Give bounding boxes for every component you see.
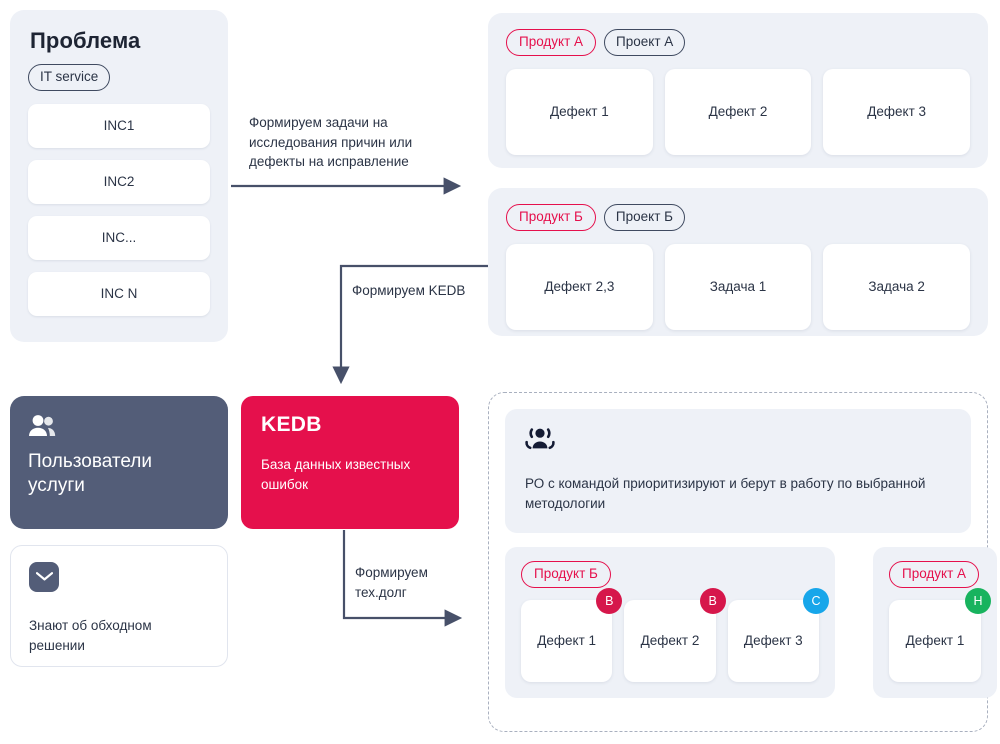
defect-row: В Дефект 1 В Дефект 2 С Дефект 3 (521, 587, 829, 682)
tag-row: Продукт Б Проект Б (506, 204, 970, 231)
envelope-icon (29, 562, 59, 592)
backlog-groups: Продукт Б В Дефект 1 В Дефект 2 С Дефект… (505, 547, 997, 698)
product-tag[interactable]: Продукт Б (506, 204, 596, 231)
defect-card[interactable]: С Дефект 3 (727, 587, 829, 682)
product-tag[interactable]: Продукт Б (521, 561, 611, 588)
list-item[interactable]: Задача 2 (823, 243, 971, 330)
tag-row: Продукт А Проект А (506, 29, 970, 56)
product-group-b: Продукт Б Проект Б Дефект 2,3 Задача 1 З… (488, 188, 988, 336)
kedb-card: KEDB База данных известных ошибок (241, 396, 459, 529)
defect-label: Дефект 2 (640, 633, 700, 648)
product-tag[interactable]: Продукт А (889, 561, 980, 588)
status-badge: В (596, 587, 623, 614)
list-item[interactable]: INC2 (28, 159, 210, 204)
product-group-a: Продукт А Проект А Дефект 1 Дефект 2 Деф… (488, 13, 988, 168)
list-item[interactable]: Задача 1 (664, 243, 812, 330)
cards-row: Дефект 1 Дефект 2 Дефект 3 (506, 68, 971, 155)
po-card: РО с командой приоритизируют и берут в р… (505, 409, 971, 533)
status-badge: Н (965, 587, 991, 614)
defect-label: Дефект 1 (905, 633, 965, 648)
backlog-group-product-a: Продукт А Н Дефект 1 (873, 547, 997, 698)
arrow-kedb-label: Формируем KEDB (352, 283, 466, 298)
list-item[interactable]: Дефект 3 (823, 68, 971, 155)
arrow-techdebt-label: Формируем тех.долг (355, 565, 428, 600)
project-tag[interactable]: Проект А (604, 29, 686, 56)
list-item[interactable]: Дефект 1 (506, 68, 653, 155)
defect-label: Дефект 1 (537, 633, 597, 648)
backlog-group-product-b: Продукт Б В Дефект 1 В Дефект 2 С Дефект… (505, 547, 835, 698)
arrow-tasks-label: Формируем задачи на исследования причин … (249, 115, 413, 170)
cards-row: Дефект 2,3 Задача 1 Задача 2 (506, 243, 971, 330)
defect-label: Дефект 3 (743, 633, 803, 648)
service-users-title: Пользователи услуги (28, 451, 153, 496)
people-icon (28, 414, 210, 438)
service-users-card: Пользователи услуги (10, 396, 228, 529)
kedb-title: KEDB (261, 413, 322, 436)
status-badge: С (802, 587, 829, 614)
project-tag[interactable]: Проект Б (603, 204, 685, 231)
defect-card[interactable]: В Дефект 1 (521, 587, 623, 682)
list-item[interactable]: Дефект 2 (664, 68, 812, 155)
defect-row: Н Дефект 1 (889, 587, 991, 682)
it-service-tag[interactable]: IT service (28, 64, 111, 91)
list-item[interactable]: Дефект 2,3 (506, 243, 653, 330)
list-item[interactable]: INC1 (28, 103, 210, 148)
kedb-subtitle: База данных известных ошибок (261, 457, 411, 492)
status-badge: В (699, 587, 726, 614)
problem-panel: Проблема IT service INC1 INC2 INC... INC… (10, 10, 228, 342)
team-icon (525, 427, 951, 452)
workaround-card: Знают об обходном решении (10, 545, 228, 667)
defect-card[interactable]: В Дефект 2 (624, 587, 726, 682)
defect-card[interactable]: Н Дефект 1 (889, 587, 991, 682)
product-tag[interactable]: Продукт А (506, 29, 597, 56)
backlog-zone: РО с командой приоритизируют и берут в р… (488, 392, 997, 732)
list-item[interactable]: INC... (28, 215, 210, 260)
page-title: Проблема (30, 28, 141, 53)
list-item[interactable]: INC N (28, 271, 210, 316)
workaround-text: Знают об обходном решении (29, 618, 152, 653)
po-text: РО с командой приоритизируют и берут в р… (525, 476, 926, 512)
incident-list: INC1 INC2 INC... INC N (28, 103, 210, 316)
